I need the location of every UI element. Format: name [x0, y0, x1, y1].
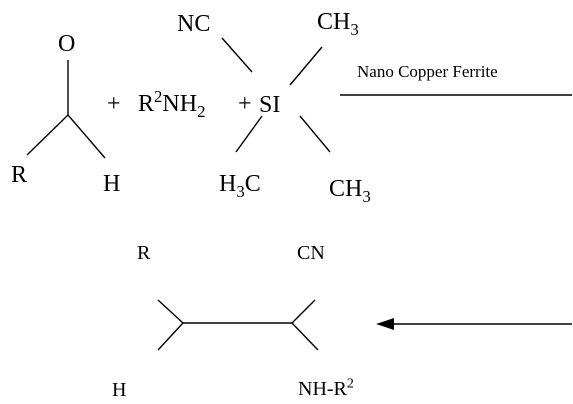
plus-sign-1: +: [107, 91, 121, 117]
product-cn: CN: [297, 242, 325, 264]
bond-c2-cn: [291, 299, 316, 324]
product-amine-text: NH-R: [298, 378, 347, 400]
product-r-group: R: [137, 242, 151, 264]
aldehyde-r-group: R: [11, 162, 28, 188]
aldehyde-oxygen: O: [58, 31, 76, 57]
silane-ch3-top-subscript: 3: [350, 19, 359, 39]
bond-c-r: [26, 114, 69, 156]
bond-si-nc: [221, 37, 253, 73]
product-amine: NH-R2: [298, 376, 354, 400]
aldehyde-hydrogen: H: [103, 171, 121, 197]
amine-r-superscript: 2: [154, 87, 163, 106]
bond-si-ch3-bottom: [299, 115, 331, 153]
amine-r: R: [138, 91, 155, 117]
silane-ch3-bottom-subscript: 3: [362, 186, 371, 206]
silane-center: SI: [259, 92, 281, 118]
bond-si-ch3-top: [289, 46, 323, 86]
product-amine-superscript: 2: [346, 376, 354, 392]
silane-h3c-h: H: [219, 171, 237, 197]
silane-h3c-subscript: 3: [236, 181, 245, 201]
silane-ch3-bottom: CH3: [329, 176, 371, 205]
silane-h3c: H3C: [219, 171, 261, 200]
bond-r-c1: [157, 299, 184, 324]
catalyst-label: Nano Copper Ferrite: [357, 62, 498, 81]
product-hydrogen: H: [112, 379, 127, 401]
bond-c-h: [67, 114, 106, 159]
silane-ch3-top-base: CH: [317, 9, 351, 35]
bond-si-h3c: [235, 115, 263, 153]
bond-h-c1: [157, 322, 184, 351]
silane-nc: NC: [177, 11, 211, 37]
plus-sign-2: +: [238, 91, 252, 117]
amine-h-subscript: 2: [197, 101, 206, 121]
amine-formula: R2NH2: [138, 88, 205, 120]
bond-c2-nh: [291, 322, 319, 351]
silane-h3c-c: C: [244, 171, 261, 197]
return-arrow-head: [376, 318, 394, 330]
silane-ch3-bottom-base: CH: [329, 176, 363, 202]
silane-ch3-top: CH3: [317, 9, 359, 38]
amine-nh: NH: [162, 91, 198, 117]
